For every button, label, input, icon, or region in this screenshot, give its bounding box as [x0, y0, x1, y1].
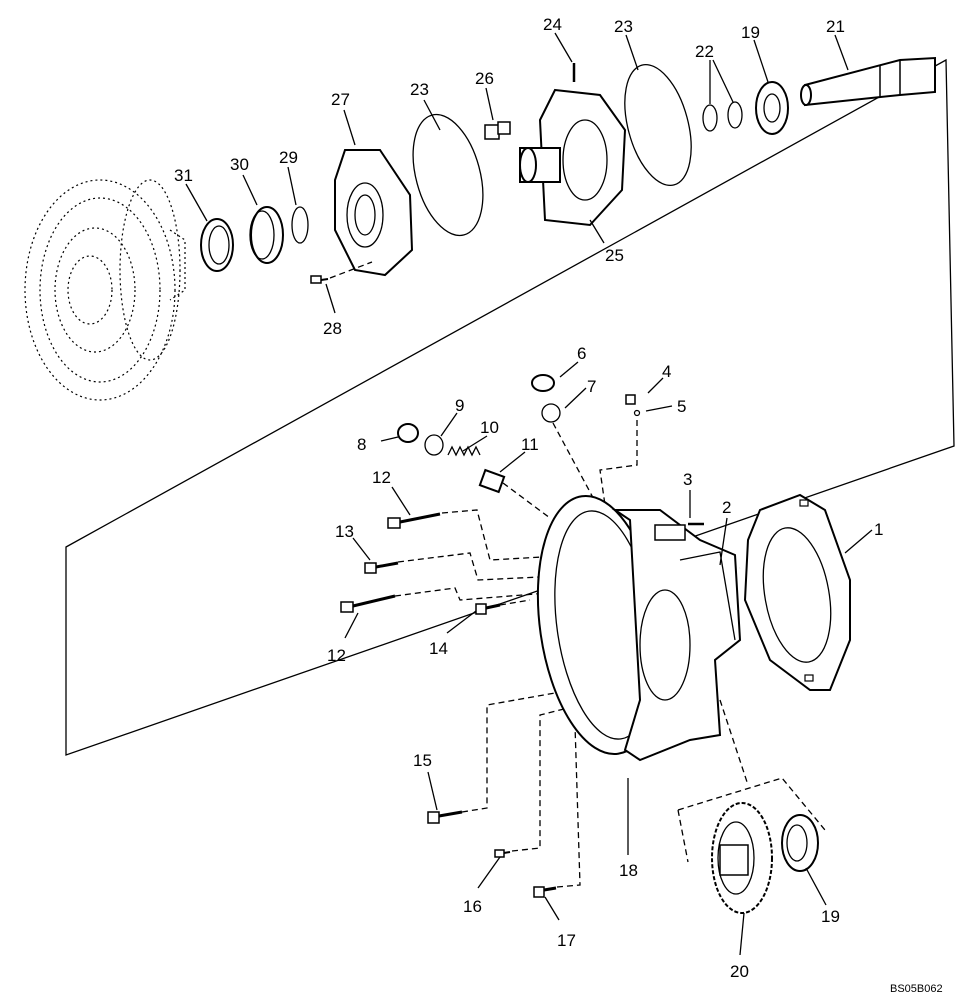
- input-shaft: [800, 56, 936, 107]
- callout-29: 29: [279, 148, 298, 167]
- plug-16: [494, 849, 511, 858]
- callout-9: 9: [455, 396, 464, 415]
- pump-plug: [484, 121, 511, 140]
- drawing-code: BS05B062: [890, 983, 943, 995]
- bolt-14: [475, 603, 501, 615]
- callout-19-upper: 19: [741, 23, 760, 42]
- spring-10: [447, 445, 481, 457]
- callout-27: 27: [331, 90, 350, 109]
- bolt-28: [310, 275, 329, 284]
- callout-8: 8: [357, 435, 366, 454]
- bearing-race: [249, 206, 284, 264]
- seal-pair: [702, 101, 743, 132]
- bearing-upper: [755, 81, 789, 135]
- callout-30: 30: [230, 155, 249, 174]
- gasket-plate: [743, 493, 851, 691]
- callout-3: 3: [683, 470, 692, 489]
- pump-shaft-assembly: [519, 88, 627, 227]
- valve-11: [478, 468, 506, 494]
- callout-labels: 1 2 3 4 5 6 7 8 9 10 11 12 12 13 14 15 1…: [174, 15, 943, 995]
- callout-5: 5: [677, 397, 686, 416]
- snap-ring: [291, 206, 309, 244]
- callout-14: 14: [429, 639, 448, 658]
- converter-housing: [536, 494, 742, 762]
- seal-ring: [200, 218, 234, 272]
- plug-4: [625, 394, 636, 405]
- callout-13: 13: [335, 522, 354, 541]
- callout-2: 2: [722, 498, 731, 517]
- callout-7: 7: [587, 377, 596, 396]
- callout-16: 16: [463, 897, 482, 916]
- oring-7: [541, 403, 561, 423]
- plug-cap-6: [531, 374, 555, 392]
- bolt-12-lower: [340, 594, 396, 613]
- torque-converter: [24, 179, 186, 401]
- callout-19-lower: 19: [821, 907, 840, 926]
- gear: [711, 802, 773, 914]
- callout-12-upper: 12: [372, 468, 391, 487]
- callout-21: 21: [826, 17, 845, 36]
- callout-23-left: 23: [410, 80, 429, 99]
- callout-6: 6: [577, 344, 586, 363]
- callout-18: 18: [619, 861, 638, 880]
- callout-22: 22: [695, 42, 714, 61]
- callout-17: 17: [557, 931, 576, 950]
- callout-23-right: 23: [614, 17, 633, 36]
- callout-31: 31: [174, 166, 193, 185]
- ball-5: [633, 409, 641, 417]
- callout-10: 10: [480, 418, 499, 437]
- bearing-lower: [781, 814, 819, 872]
- bolt-17: [533, 886, 557, 898]
- callout-24: 24: [543, 15, 562, 34]
- callout-12-lower: 12: [327, 646, 346, 665]
- pump-housing: [334, 149, 414, 277]
- callout-15: 15: [413, 751, 432, 770]
- valve-sleeve-8: [397, 423, 419, 443]
- assembly-plane-outline: [65, 58, 955, 756]
- callout-20: 20: [730, 962, 749, 981]
- callout-25: 25: [605, 246, 624, 265]
- o-ring-large-left: [412, 113, 484, 237]
- o-ring-large-right: [624, 63, 692, 187]
- callout-28: 28: [323, 319, 342, 338]
- callout-4: 4: [662, 362, 671, 381]
- oring-9: [424, 434, 444, 456]
- bolt-15: [427, 810, 463, 824]
- callout-1: 1: [874, 520, 883, 539]
- leader-lines: [185, 32, 873, 956]
- callout-26: 26: [475, 69, 494, 88]
- bolt-12-upper: [387, 512, 441, 529]
- bolt-13: [364, 561, 399, 574]
- callout-11: 11: [521, 435, 539, 454]
